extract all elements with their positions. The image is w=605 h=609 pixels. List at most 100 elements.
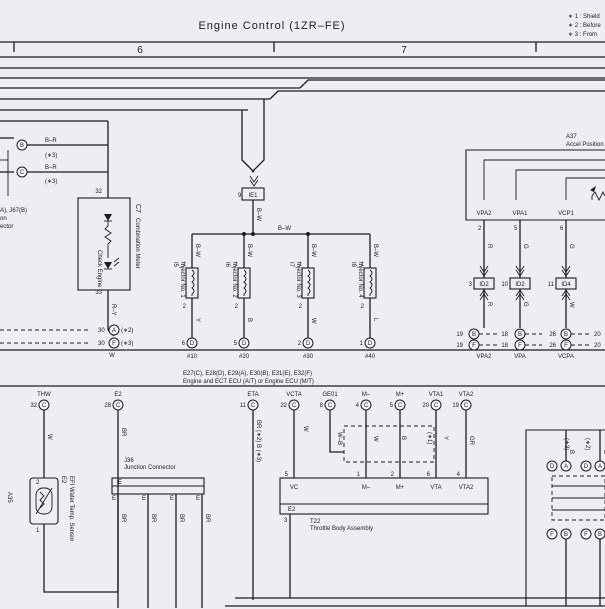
injector-4-wire: L [372, 318, 378, 322]
accel-ecu-row-2-pin-b: F [514, 339, 526, 351]
injector-4-top-wire: B–W [372, 244, 378, 257]
bottom-pin-connector-6: C [360, 399, 372, 411]
header-note-1: ∗ 1 : Shield [568, 14, 600, 20]
pin-30-f-num: 30 [98, 341, 105, 347]
accel-id-num-1: 3 [469, 282, 473, 288]
svg-text:C: C [328, 403, 333, 409]
left-connector-fragment-3: ector [0, 224, 13, 230]
pin-30-a-note: (∗2) [121, 328, 133, 334]
svg-text:F: F [584, 532, 588, 538]
bottom-pin-num-5: 8 [320, 403, 324, 409]
right-connector-fragment: DADAFBFBBB [546, 430, 605, 606]
ie1-label: IE1 [248, 193, 258, 199]
bottom-pin-num-8: 20 [422, 403, 429, 409]
bottom-pin-connector-1: C [38, 399, 50, 411]
right-pin-7: F [580, 528, 592, 540]
left-connector-fragment-1: A), J67(B) [0, 208, 27, 214]
combination-meter-box [77, 197, 131, 291]
accel-ecu-row-2-pin-a: F [468, 339, 480, 351]
svg-text:C: C [364, 403, 369, 409]
accel-code: A37 [566, 134, 577, 140]
throttle-term-1: VC [290, 485, 299, 491]
injector-4-ecu-connector: D [364, 337, 376, 349]
ge01-wire-label: W–B [336, 432, 342, 445]
accel-ecu-row-2-end: 26 [549, 343, 556, 349]
bottom-pin-connector-4: C [288, 399, 300, 411]
accel-ecu-row-1-tail: 20 [594, 332, 601, 338]
ie1-pin: 9 [238, 193, 242, 199]
svg-text:F: F [472, 343, 476, 349]
svg-text:F: F [564, 343, 568, 349]
accel-term-2: VPA1 [513, 211, 529, 217]
junction-br-3: BR [178, 514, 184, 523]
injector-3-code: I7 [288, 262, 294, 268]
accel-wire-3: G [568, 244, 574, 249]
accel-id-num-3: 11 [548, 282, 555, 288]
accel-id-num-2: 10 [501, 282, 508, 288]
check-engine-lamp-icon [104, 262, 112, 269]
svg-text:C: C [42, 403, 47, 409]
bottom-pin-num-6: 4 [356, 403, 360, 409]
throttle-term-2: M– [362, 485, 371, 491]
accel-pin-3: 6 [560, 226, 564, 232]
accel-ecu-label-3: VCPA [558, 354, 574, 360]
bottom-pin-label-2: E2 [114, 392, 122, 398]
column-number-7: 7 [401, 45, 407, 56]
svg-text:D: D [368, 341, 373, 347]
sensor-pin-bottom: 1 [36, 528, 40, 534]
accel-ecu-row-1-mid: 18 [501, 332, 508, 338]
accel-ecu-row-1-pin-a: B [468, 328, 480, 340]
injector-2-top-wire: B–W [246, 244, 252, 257]
injector-3-ecu-connector: D [302, 337, 314, 349]
throttle-pin-2: 1 [357, 472, 361, 478]
bottom-pin-num-7: 5 [390, 403, 394, 409]
injector-4-code: I8 [350, 262, 356, 268]
svg-text:A: A [112, 328, 116, 334]
right-wire-2: B [602, 450, 605, 454]
throttle-pin-1: 5 [285, 472, 289, 478]
svg-text:B: B [564, 332, 568, 338]
accel-id-label-2: ID2 [515, 282, 525, 288]
pin-30-f: F [108, 337, 120, 349]
junction-br-4: BR [204, 514, 210, 523]
svg-text:D: D [306, 341, 311, 347]
accel-id-wire-1: R [486, 302, 492, 307]
accel-term-3: VCP1 [558, 211, 574, 217]
svg-text:D: D [584, 464, 589, 470]
throttle-e2-pin: 3 [284, 518, 288, 524]
bottom-pin-connector-3: C [247, 399, 259, 411]
accel-id-label-3: ID4 [561, 282, 571, 288]
injector-1-name: Injector No. 1 [179, 262, 185, 298]
left-connector-fragment-2: on [0, 216, 7, 222]
bottom-pin-num-2: 28 [104, 403, 111, 409]
pin-c-left: C [16, 166, 28, 178]
bottom-pin-label-1: THW [37, 392, 51, 398]
injector-1-top-wire: B–W [194, 244, 200, 257]
bottom-pin-num-9: 19 [452, 403, 459, 409]
bottom-pin-label-8: VTA1 [429, 392, 444, 398]
injector-2-ecu-connector: D [238, 337, 250, 349]
ecu-name: Engine and ECT ECU (A/T) or Engine ECU (… [183, 379, 314, 385]
throttle-e2: E2 [288, 507, 296, 513]
vta2-wire-label: GR [468, 436, 474, 446]
check-engine-label: Check Engine [96, 250, 102, 288]
throttle-pin-3: 2 [391, 472, 395, 478]
injector-1-ecu-label: #10 [187, 354, 198, 360]
right-wire-1: B [568, 450, 574, 454]
bottom-pin-connector-9: C [460, 399, 472, 411]
accel-id-label-1: ID2 [479, 282, 489, 288]
meter-wire-label: R–Y [110, 304, 116, 316]
throttle-pin-4: 6 [427, 472, 431, 478]
sensor-side-code: A35 [6, 492, 12, 503]
right-pin-4: A [594, 460, 605, 472]
throttle-term-4: VTA [430, 485, 441, 491]
junction-e-bottom-4: E [196, 496, 200, 502]
accel-ecu-row-1-num: 19 [456, 332, 463, 338]
injector-2-wire: B [246, 318, 252, 322]
column-number-6: 6 [137, 45, 143, 56]
svg-text:C: C [116, 403, 121, 409]
wire-note-br-2: (∗3) [45, 179, 57, 185]
eta-wire-label: BR (∗2) B (∗3) [255, 420, 261, 462]
svg-text:C: C [292, 403, 297, 409]
